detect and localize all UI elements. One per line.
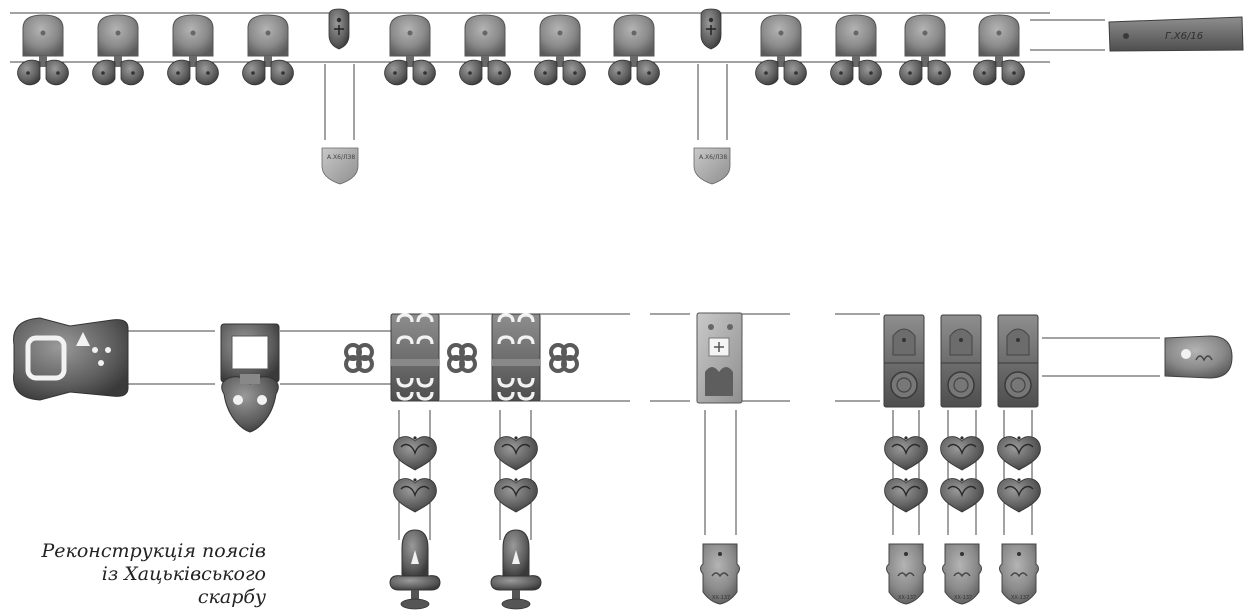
lower-belt-openwork-plate — [490, 312, 542, 403]
upper-belt-shield-plaque: А.Х6/ЛЗ8 — [321, 147, 359, 185]
lower-belt-end-plate: ХХ-137 — [699, 543, 741, 605]
upper-belt-mount — [384, 14, 436, 86]
end-plate-inscription: ХХ-137 — [1011, 595, 1029, 601]
lower-belt-knot — [447, 343, 477, 373]
lower-belt-heart-pendant — [939, 435, 985, 471]
lower-belt-buckle — [13, 317, 129, 401]
lower-belt-buckle-frame — [220, 323, 280, 433]
lower-belt-medallion-plate — [883, 314, 925, 408]
strap-end-inscription: Г.Х6/16 — [1165, 31, 1203, 42]
upper-belt-mount — [167, 14, 219, 86]
upper-belt-mount — [899, 14, 951, 86]
end-plate-inscription: ХХ-137 — [712, 595, 730, 601]
upper-belt-mount — [242, 14, 294, 86]
lower-belt-medallion-plate — [997, 314, 1039, 408]
upper-belt-mount — [92, 14, 144, 86]
lower-belt-bell-pendant — [389, 529, 441, 610]
lower-belt-openwork-plate — [389, 312, 441, 403]
upper-belt-mount — [973, 14, 1025, 86]
upper-belt-pendant — [700, 8, 722, 50]
upper-belt-mount — [534, 14, 586, 86]
lower-belt-heart-pendant — [883, 435, 929, 471]
lower-belt-strap-end — [1164, 335, 1233, 379]
end-plate-inscription: ХХ-137 — [954, 595, 972, 601]
end-plate-inscription: ХХ-137 — [898, 595, 916, 601]
caption-line: із Хацьківського — [101, 563, 266, 585]
upper-belt-mount — [755, 14, 807, 86]
upper-belt-pendant — [328, 8, 350, 50]
shield-plaque-inscription: А.Х6/ЛЗ8 — [699, 154, 727, 161]
lower-belt-knot — [344, 343, 374, 373]
upper-belt-mount — [17, 14, 69, 86]
upper-belt-mount — [459, 14, 511, 86]
upper-belt-strap-end: Г.Х6/16 — [1108, 16, 1244, 52]
lower-belt-end-plate: ХХ-137 — [941, 543, 983, 605]
lower-belt-end-plate: ХХ-137 — [998, 543, 1040, 605]
figure-caption: Реконструкція поясів із Хацьківського ск… — [0, 540, 266, 609]
upper-belt-shield-plaque: А.Х6/ЛЗ8 — [693, 147, 731, 185]
lower-belt-end-plate: ХХ-137 — [885, 543, 927, 605]
lower-belt-bell-pendant — [490, 529, 542, 610]
upper-belt-mount — [608, 14, 660, 86]
lower-belt-decorated-plate — [696, 312, 743, 404]
shield-plaque-inscription: А.Х6/ЛЗ8 — [327, 154, 355, 161]
caption-line: Реконструкція поясів — [41, 540, 266, 562]
lower-belt-heart-pendant — [883, 477, 929, 513]
lower-belt-knot — [549, 343, 579, 373]
lower-belt-heart-pendant — [939, 477, 985, 513]
lower-belt-medallion-plate — [940, 314, 982, 408]
caption-line: скарбу — [197, 586, 266, 608]
upper-belt-mount — [830, 14, 882, 86]
